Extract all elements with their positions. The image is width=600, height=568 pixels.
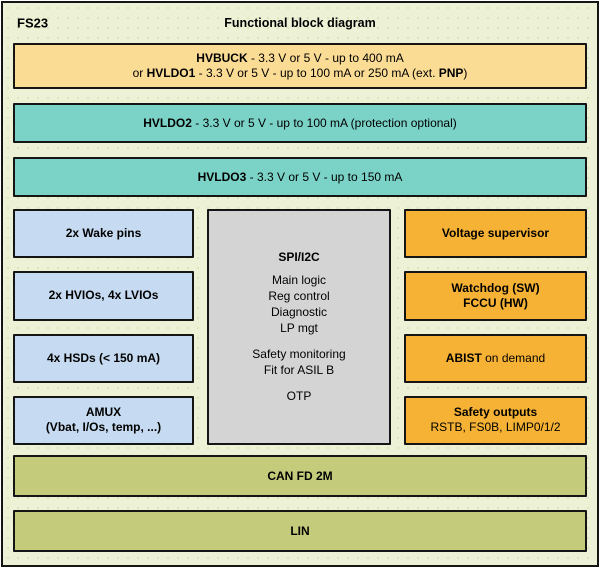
block-safety-outputs: Safety outputs RSTB, FS0B, LIMP0/1/2	[404, 395, 587, 445]
hvios-lvios-label: 2x HVIOs, 4x LVIOs	[48, 288, 159, 303]
diagram-header: FS23 Functional block diagram	[13, 9, 587, 37]
hvbuck-line1: HVBUCK - 3.3 V or 5 V - up to 400 mA	[196, 51, 404, 65]
core-line-main-logic: Main logic	[271, 273, 327, 287]
block-can-fd: CAN FD 2M	[13, 455, 587, 497]
core-line-reg-control: Reg control	[268, 289, 330, 303]
block-hvldo2: HVLDO2 - 3.3 V or 5 V - up to 100 mA (pr…	[13, 103, 587, 143]
safety-column: Voltage supervisor Watchdog (SW) FCCU (H…	[404, 209, 587, 445]
hsds-label: 4x HSDs (< 150 mA)	[46, 350, 161, 365]
hvldo2-label: HVLDO2 - 3.3 V or 5 V - up to 100 mA (pr…	[143, 115, 457, 130]
hvbuck-line2: or HVLDO1 - 3.3 V or 5 V - up to 100 mA …	[132, 66, 468, 80]
wake-pins-label: 2x Wake pins	[65, 226, 142, 241]
can-fd-label: CAN FD 2M	[267, 468, 333, 483]
core-line-safety-monitoring: Safety monitoring	[252, 347, 346, 361]
amux-sublabel: (Vbat, I/Os, temp, ...)	[45, 420, 162, 435]
block-voltage-supervisor: Voltage supervisor	[404, 209, 587, 259]
core-line-diagnostic: Diagnostic	[270, 305, 328, 319]
core-line-otp: OTP	[286, 389, 312, 403]
block-core-logic: SPI/I2C Main logic Reg control Diagnosti…	[207, 209, 391, 445]
block-abist: ABIST on demand	[404, 333, 587, 383]
block-hsds: 4x HSDs (< 150 mA)	[13, 333, 194, 383]
hvldo3-label: HVLDO3 - 3.3 V or 5 V - up to 150 mA	[197, 169, 403, 184]
voltage-supervisor-label: Voltage supervisor	[441, 226, 550, 241]
fccu-label: FCCU (HW)	[463, 295, 528, 310]
diagram-title: Functional block diagram	[224, 16, 376, 30]
core-line-asil: Fit for ASIL B	[263, 363, 335, 377]
block-hvbuck-hvldo1: HVBUCK - 3.3 V or 5 V - up to 400 mA or …	[13, 43, 587, 89]
core-safety-group: Safety monitoring Fit for ASIL B	[252, 346, 345, 378]
abist-label: ABIST on demand	[445, 350, 546, 365]
amux-label: AMUX	[85, 405, 122, 420]
io-column: 2x Wake pins 2x HVIOs, 4x LVIOs 4x HSDs …	[13, 209, 194, 445]
block-hvios-lvios: 2x HVIOs, 4x LVIOs	[13, 271, 194, 321]
chip-name: FS23	[17, 15, 49, 31]
core-otp-group: OTP	[287, 388, 312, 404]
block-wake-pins: 2x Wake pins	[13, 209, 194, 259]
safety-outputs-label: Safety outputs	[453, 405, 538, 420]
block-amux: AMUX (Vbat, I/Os, temp, ...)	[13, 395, 194, 445]
watchdog-label: Watchdog (SW)	[451, 280, 540, 295]
middle-section: 2x Wake pins 2x HVIOs, 4x LVIOs 4x HSDs …	[13, 209, 587, 445]
core-title: SPI/I2C	[278, 250, 320, 264]
safety-outputs-pins: RSTB, FS0B, LIMP0/1/2	[430, 420, 561, 435]
lin-label: LIN	[290, 523, 310, 538]
core-logic-group: Main logic Reg control Diagnostic LP mgt	[268, 272, 329, 336]
block-hvldo3: HVLDO3 - 3.3 V or 5 V - up to 150 mA	[13, 157, 587, 197]
block-watchdog-fccu: Watchdog (SW) FCCU (HW)	[404, 271, 587, 321]
block-lin: LIN	[13, 510, 587, 552]
core-line-lp-mgt: LP mgt	[280, 321, 318, 335]
